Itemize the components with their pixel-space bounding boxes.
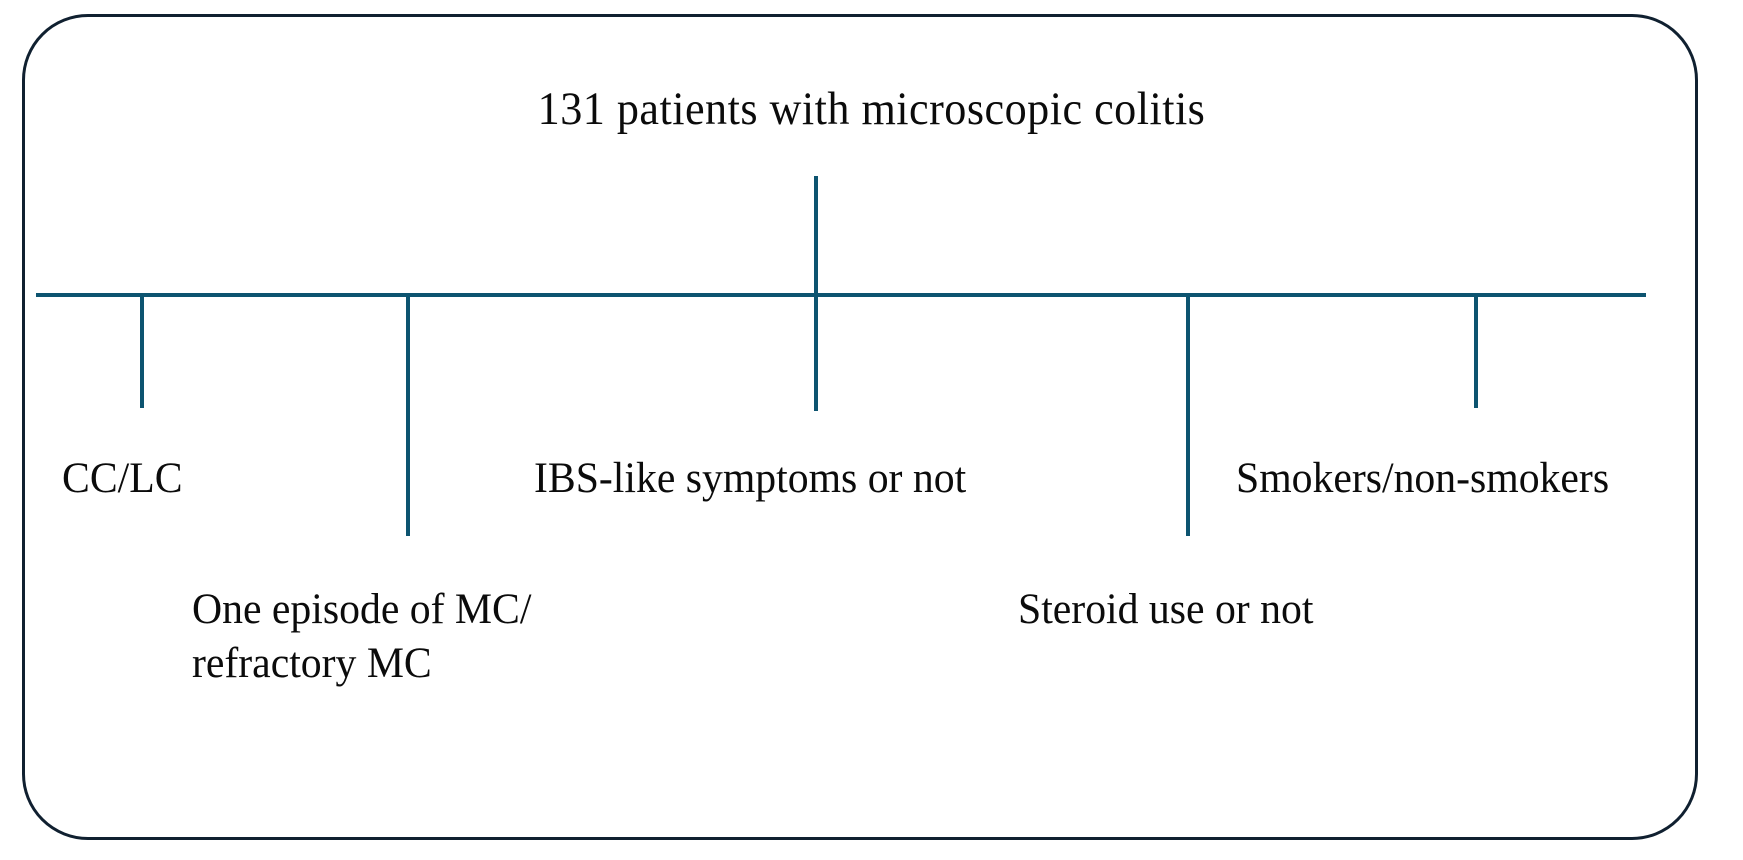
connector-one-episode	[406, 293, 410, 536]
branch-label-ibs: IBS-like symptoms or not	[534, 455, 967, 502]
branch-label-cc-lc: CC/LC	[62, 455, 183, 502]
connector-cc-lc	[140, 293, 144, 408]
branch-label-one-episode: One episode of MC/ refractory MC	[192, 583, 658, 691]
branch-label-smokers: Smokers/non-smokers	[1236, 455, 1610, 502]
connector-ibs	[814, 293, 818, 411]
root-stem-connector	[814, 176, 818, 296]
branch-label-one-episode-line2: refractory MC	[192, 640, 432, 687]
connector-steroid	[1186, 293, 1190, 536]
horizontal-distribution-bar	[36, 293, 1646, 297]
connector-smokers	[1474, 293, 1478, 408]
branch-label-one-episode-line1: One episode of MC/	[192, 586, 532, 633]
diagram-outer-frame	[22, 14, 1698, 840]
branch-label-steroid: Steroid use or not	[1018, 586, 1314, 633]
root-node-label: 131 patients with microscopic colitis	[537, 83, 1206, 135]
